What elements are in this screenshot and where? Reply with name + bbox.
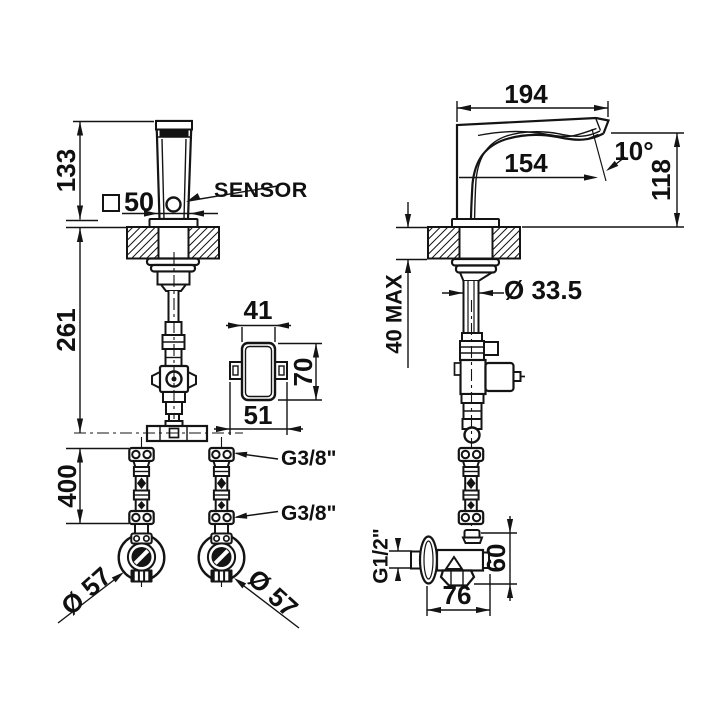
angle-valve-side <box>410 529 490 587</box>
sensor-callout: SENSOR <box>186 178 308 202</box>
dim-label-d335: Ø 33.5 <box>504 275 582 305</box>
supply-hose-left <box>128 446 155 526</box>
front-faucet-body <box>148 119 199 228</box>
rosette-callout-right: Ø 57 <box>234 563 304 629</box>
inlet-callout-bottom: G3/8" <box>234 502 336 525</box>
angle-valve-front-right <box>196 522 247 585</box>
supply-hose-right <box>208 446 235 526</box>
dim-spout-height-front: 133 <box>51 120 154 222</box>
dim-label-41: 41 <box>244 295 273 325</box>
water-stream-axis <box>591 128 607 182</box>
dim-body-square: 50 <box>102 187 218 217</box>
wall-rosette <box>418 535 439 585</box>
dim-hole-diameter: Ø 33.5 <box>442 275 582 305</box>
connector-plug <box>512 371 522 382</box>
sensor-label: SENSOR <box>214 178 308 202</box>
dim-label-154: 154 <box>504 148 548 178</box>
dim-outlet-reach: 154 <box>459 148 598 181</box>
dim-outlet-angle: 10° <box>606 136 654 171</box>
dim-label-51: 51 <box>244 400 273 430</box>
dim-label-194: 194 <box>504 79 548 109</box>
dim-label-60: 60 <box>481 544 511 573</box>
dim-label-d57-right: Ø 57 <box>242 563 304 623</box>
dim-label-400: 400 <box>52 464 82 507</box>
dim-label-g12: G1/2" <box>370 528 393 583</box>
dim-deck-thickness: 40 MAX <box>382 202 427 368</box>
flow-marker <box>444 555 464 570</box>
dim-box-top-width: 41 <box>226 295 291 342</box>
dim-box-height: 70 <box>278 342 322 401</box>
front-counter <box>126 226 220 260</box>
inlet-callout-top: G3/8" <box>234 447 336 470</box>
square-section-symbol <box>102 194 120 212</box>
outlet-nut <box>439 569 476 587</box>
control-box-top-view <box>229 341 288 402</box>
rosette-callout-left: Ø 57 <box>55 561 124 624</box>
front-undercounter-assembly <box>145 252 209 443</box>
dim-spout-reach: 194 <box>456 79 609 122</box>
dim-box-bottom-width: 51 <box>214 382 303 435</box>
supply-hose-side <box>457 446 485 526</box>
dim-hose-length: 400 <box>52 447 129 525</box>
front-view: 133 261 400 50 <box>51 119 336 629</box>
dim-valve-depth: 76 <box>426 574 491 616</box>
angle-valve-front-left <box>116 522 167 585</box>
sensor-window <box>165 196 182 213</box>
dim-label-118: 118 <box>646 159 676 201</box>
dim-label-70: 70 <box>288 358 318 387</box>
dim-label-40max: 40 MAX <box>382 274 407 354</box>
dim-label-10deg: 10° <box>614 136 653 166</box>
base-flange <box>148 218 199 228</box>
label-g38-top: G3/8" <box>281 447 336 470</box>
dim-label-d57-left: Ø 57 <box>55 561 117 621</box>
side-counter <box>427 226 521 260</box>
dim-valve-connection: G1/2" <box>370 528 412 584</box>
dim-below-deck: 261 <box>51 226 126 433</box>
dim-spout-height-side: 118 <box>522 132 684 228</box>
base-flange-side <box>451 218 500 228</box>
dim-label-133: 133 <box>51 149 81 192</box>
spout-mouth <box>159 129 189 137</box>
dim-valve-height: 60 <box>474 516 517 601</box>
dim-label-76: 76 <box>443 580 472 610</box>
tee-fitting <box>145 420 209 443</box>
label-g38-bottom: G3/8" <box>281 502 336 525</box>
dim-label-261: 261 <box>51 308 81 351</box>
side-view: 194 154 10° 118 <box>370 79 684 616</box>
electronics-box <box>484 361 515 393</box>
